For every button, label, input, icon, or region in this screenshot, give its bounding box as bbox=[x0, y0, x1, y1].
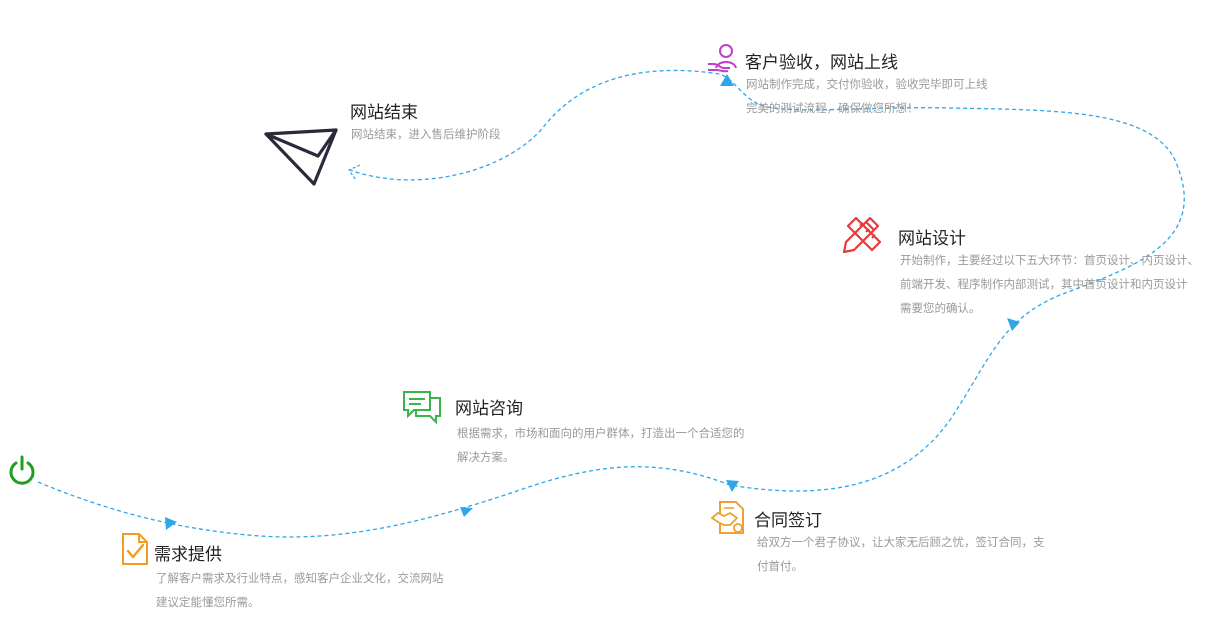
flow-arrow bbox=[460, 507, 473, 517]
flow-arrow bbox=[165, 517, 177, 530]
step-title: 需求提供 bbox=[154, 545, 222, 565]
step-desc-line: 解决方案。 bbox=[457, 450, 515, 464]
step-desc-line: 前端开发、程序制作内部测试，其中首页设计和内页设计 bbox=[900, 277, 1188, 291]
step-desc-line: 给双方一个君子协议，让大家无后顾之忧，签订合同，支 bbox=[757, 535, 1045, 549]
pencil-ruler-icon bbox=[842, 216, 882, 254]
flow-arrow bbox=[726, 480, 739, 492]
step-title: 合同签订 bbox=[754, 511, 822, 531]
step-desc-line: 网站结束，进入售后维护阶段 bbox=[351, 127, 501, 141]
step-title: 网站设计 bbox=[898, 229, 966, 249]
checklist-icon bbox=[122, 533, 148, 565]
flow-arrow bbox=[1007, 318, 1020, 331]
step-desc-line: 了解客户需求及行业特点，感知客户企业文化，交流网站 bbox=[156, 571, 444, 585]
step-title: 客户验收，网站上线 bbox=[745, 53, 898, 73]
step-desc-line: 完美的测试流程，确保做您所想！ bbox=[746, 101, 919, 115]
step-desc-line: 开始制作，主要经过以下五大环节：首页设计、内页设计、 bbox=[900, 253, 1199, 267]
paper-plane-icon bbox=[264, 128, 338, 186]
step-title: 网站结束 bbox=[350, 103, 418, 123]
step-desc-line: 根据需求，市场和面向的用户群体，打造出一个合适您的 bbox=[457, 426, 745, 440]
step-title: 网站咨询 bbox=[455, 399, 523, 419]
step-desc-line: 付首付。 bbox=[757, 559, 803, 573]
step-desc-line: 需要您的确认。 bbox=[900, 301, 981, 315]
power-icon bbox=[9, 455, 35, 485]
step-desc-line: 建议定能懂您所需。 bbox=[156, 595, 260, 609]
chat-bubbles-icon bbox=[403, 391, 441, 424]
user-hand-icon bbox=[708, 44, 737, 73]
handshake-contract-icon bbox=[710, 501, 744, 534]
flow-arrow bbox=[720, 74, 734, 86]
step-desc-line: 网站制作完成，交付你验收，验收完毕即可上线 bbox=[746, 77, 988, 91]
flow-arrow bbox=[348, 164, 361, 181]
flow-path bbox=[37, 69, 1185, 538]
